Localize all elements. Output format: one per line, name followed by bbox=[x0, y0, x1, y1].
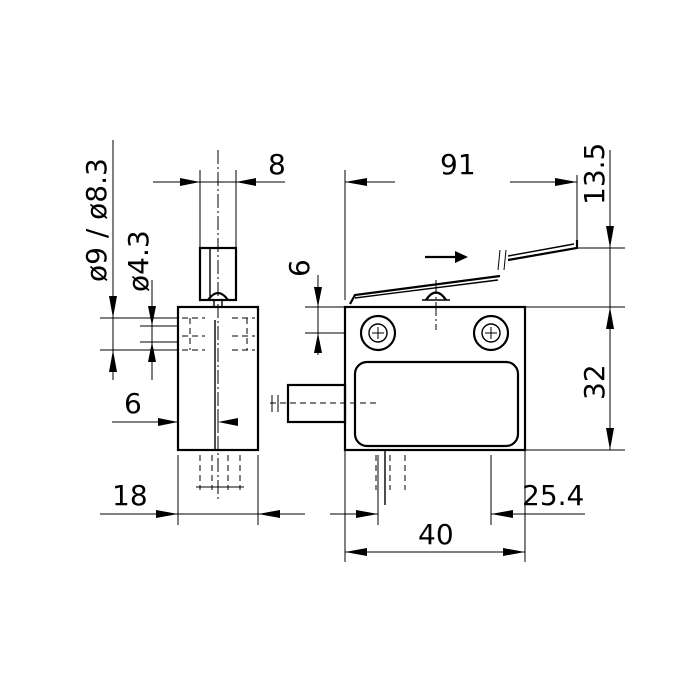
dim-mount-spacing: 25.4 bbox=[522, 479, 584, 512]
mount-hole-right bbox=[472, 314, 510, 352]
front-view bbox=[270, 240, 579, 505]
side-view bbox=[176, 150, 260, 500]
lever bbox=[349, 274, 501, 305]
front-view-body bbox=[343, 305, 527, 452]
dimension-lines bbox=[100, 140, 625, 562]
dim-side-width: 18 bbox=[112, 479, 148, 512]
dim-top-width: 8 bbox=[268, 148, 286, 181]
dim-lever-length: 91 bbox=[440, 148, 476, 181]
dim-plunger-offset: 6 bbox=[124, 387, 142, 420]
dim-hole-diameter: ø9 / ø8.3 bbox=[80, 158, 113, 282]
front-view-window bbox=[353, 360, 520, 448]
dim-lever-height: 13.5 bbox=[578, 143, 611, 205]
actuator-rod bbox=[286, 383, 347, 424]
mount-hole-left bbox=[359, 314, 397, 352]
dimension-labels: 8 91 13.5 ø9 / ø8.3 ø4.3 6 6 18 25.4 32 … bbox=[80, 143, 611, 551]
dim-pin-height: 6 bbox=[283, 259, 316, 277]
dim-body-height: 32 bbox=[578, 364, 611, 400]
dim-body-length: 40 bbox=[418, 518, 454, 551]
dim-pin-diameter: ø4.3 bbox=[122, 230, 155, 292]
